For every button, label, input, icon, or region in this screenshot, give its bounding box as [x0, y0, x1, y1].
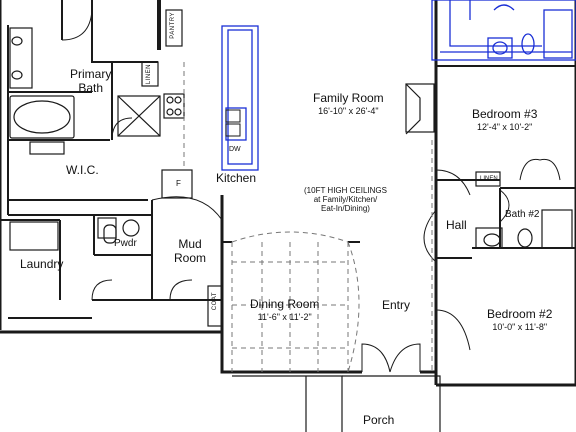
family-room-dims: 16'-10" x 26'-4" — [318, 105, 379, 116]
bedroom2-dims: 10'-0" x 11'-8" — [492, 321, 548, 332]
bedroom3-dims: 12'-4" x 10'-2" — [477, 121, 533, 132]
bedroom2-label: Bedroom #2 10'-0" x 11'-8" — [487, 307, 553, 332]
fixtures-outline — [9, 9, 573, 432]
kitchen-sink — [225, 109, 241, 137]
exterior-walls — [0, 0, 576, 387]
dining-room-dims: 11'-6" x 11'-2" — [257, 311, 312, 322]
coat-label: COAT — [212, 292, 218, 311]
bedroom3-label: Bedroom #3 12'-4" x 10'-2" — [472, 107, 538, 132]
interior-walls — [0, 0, 576, 319]
kitchen-label: Kitchen — [216, 171, 257, 185]
laundry-label: Laundry — [20, 257, 64, 271]
linen-hall-label: LINEN — [480, 176, 498, 182]
hall-label: Hall — [446, 218, 467, 232]
mud-room-label: Mud Room — [174, 237, 207, 265]
primary-bath-label: Primary Bath — [70, 67, 112, 95]
pantry-label: PANTRY — [170, 12, 176, 39]
family-room-label: Family Room 16'-10" x 26'-4" — [313, 91, 384, 116]
fridge-label: F — [176, 179, 181, 188]
porch-label: Porch — [363, 413, 395, 427]
entry-label: Entry — [382, 298, 411, 312]
linen-primary-label: LINEN — [146, 64, 152, 85]
dishwasher-label: DW — [229, 146, 241, 153]
wic-label: W.I.C. — [66, 163, 99, 177]
powder-label: Pwdr — [114, 238, 137, 249]
bath2-label: Bath #2 — [505, 209, 540, 220]
dining-room-label: Dining Room 11'-6" x 11'-2" — [250, 297, 320, 322]
dashed-lines — [183, 62, 433, 373]
ceiling-note: (10FT HIGH CEILINGS at Family/Kitchen/ E… — [304, 186, 387, 214]
highlighted-fixtures — [221, 0, 576, 171]
